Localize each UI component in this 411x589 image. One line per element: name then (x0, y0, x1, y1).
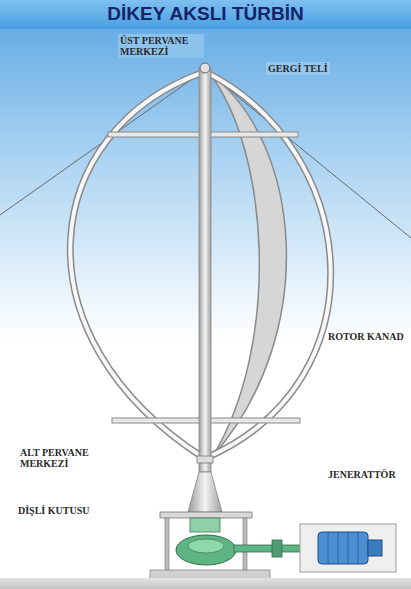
part-label: JENERATTÖR (326, 468, 398, 481)
part-label: ÜST PERVANE MERKEZİ (118, 34, 204, 58)
part-label: ROTOR KANAD (326, 330, 406, 343)
part-label: ALT PERVANE MERKEZİ (18, 446, 104, 470)
diagram-title: DİKEY AKSLI TÜRBİN (0, 3, 411, 25)
part-label: GERGİ TELİ (266, 62, 330, 75)
part-label: DİŞLİ KUTUSU (16, 504, 91, 517)
